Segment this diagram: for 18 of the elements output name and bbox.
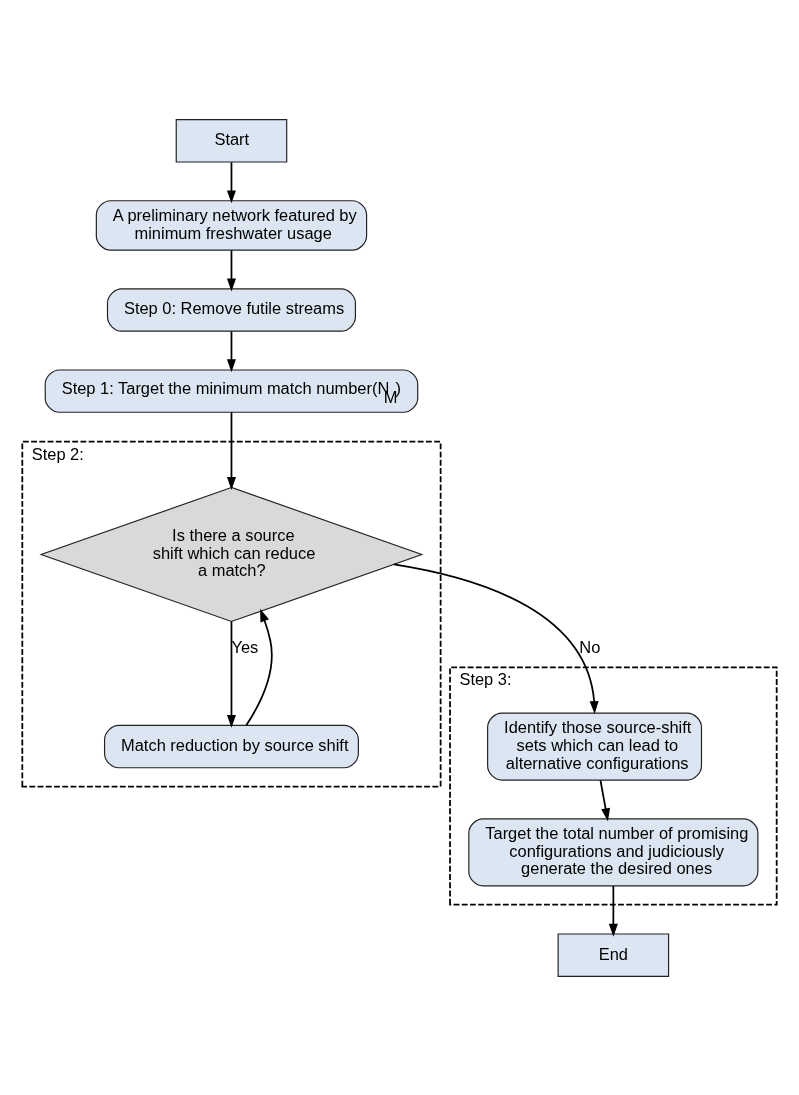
arrow <box>599 779 611 821</box>
arrow <box>226 249 236 291</box>
arrow <box>393 563 599 714</box>
node-box: Start <box>175 118 288 163</box>
arrow <box>245 608 273 726</box>
arrow <box>226 620 236 728</box>
node-box: Target the total number of promising configurations and judiciously generate the desired ones <box>468 817 759 886</box>
arrow <box>226 411 236 490</box>
arrow <box>226 160 236 203</box>
edge-label: Yes <box>231 637 259 656</box>
node-box: Step 0: Remove futile streams <box>106 287 357 332</box>
arrow <box>608 884 618 937</box>
node-box: Identify those source-shift sets which can lead to alternative configurations <box>487 712 703 781</box>
node-box: Match reduction by source shift <box>103 724 359 768</box>
arrow <box>226 330 236 372</box>
node-box: A preliminary network featured by minimum freshwater usage <box>95 199 368 251</box>
node-box: End <box>557 932 670 977</box>
edge-label: No <box>579 637 601 656</box>
